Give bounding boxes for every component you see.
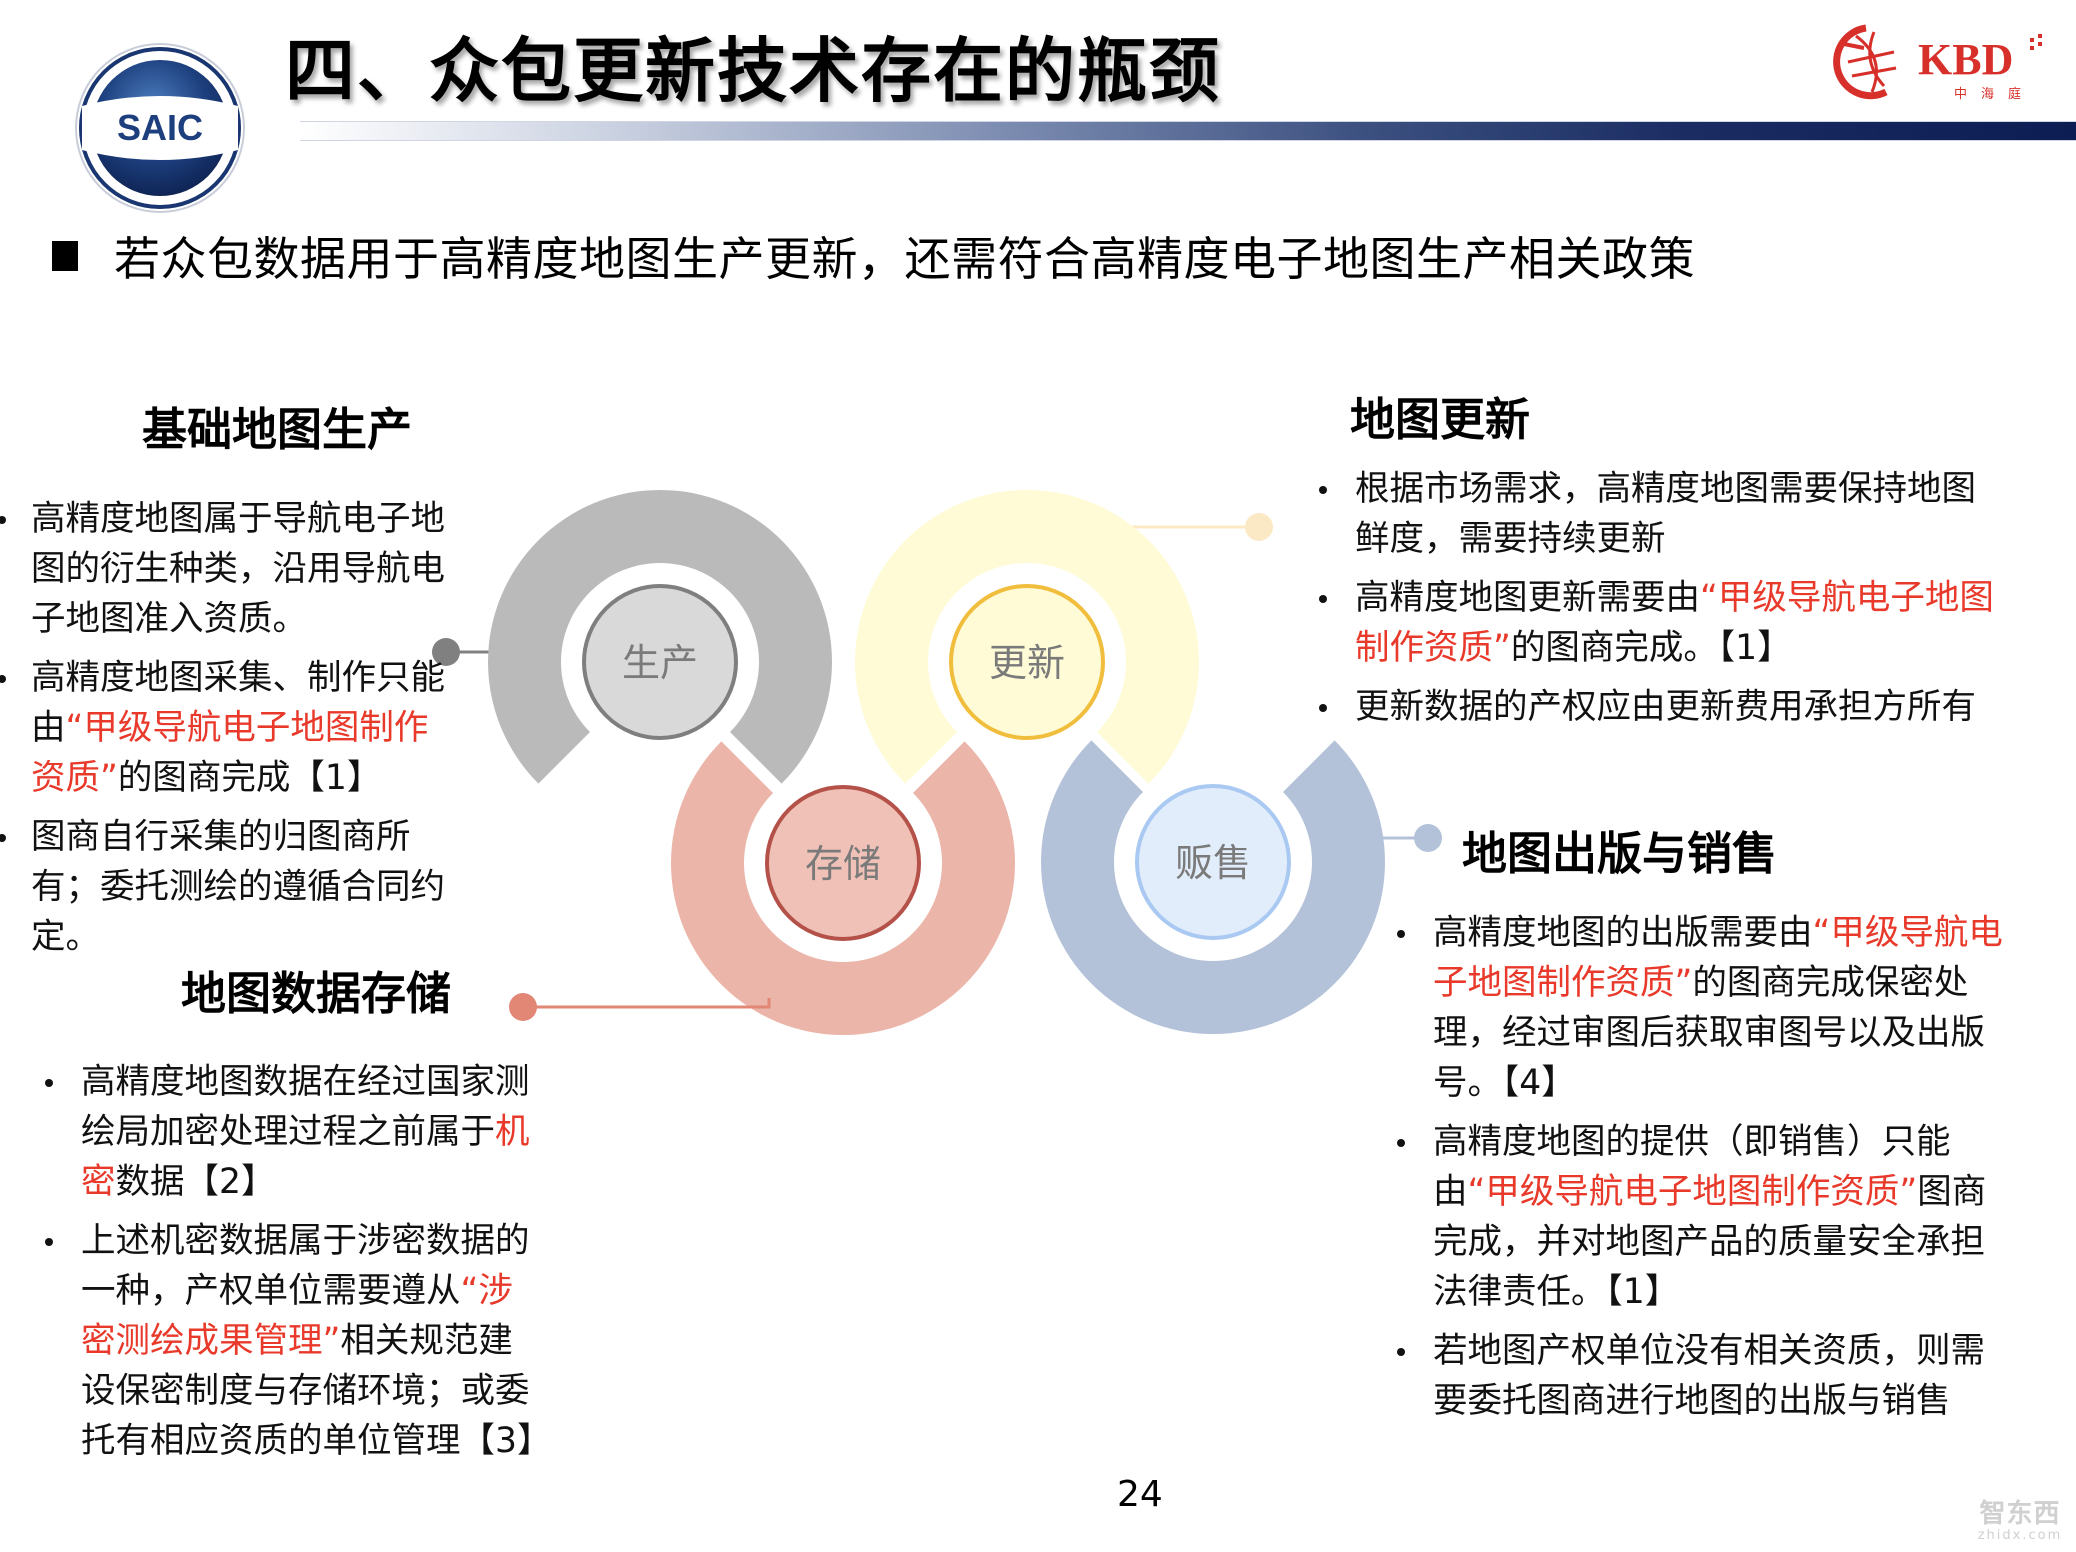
list-update: 根据市场需求，高精度地图需要保持地图鲜度，需要持续更新 高精度地图更新需要由“甲…	[1319, 464, 1995, 741]
list-item: 高精度地图采集、制作只能由“甲级导航电子地图制作资质”的图商完成【1】	[0, 653, 461, 803]
svg-text:中海庭: 中海庭	[1954, 86, 2035, 102]
bullet-icon	[1319, 486, 1327, 494]
ring-storage	[671, 741, 1015, 1036]
ring-sales	[1041, 740, 1385, 1035]
node-sales: 贩售	[1135, 784, 1291, 940]
page-title: 四、众包更新技术存在的瓶颈	[285, 30, 1221, 112]
kbd-logo: KBD 中海庭	[1826, 18, 2066, 104]
bullet-icon	[1319, 595, 1327, 603]
globe-icon: KBD 中海庭	[1833, 24, 2042, 102]
list-production: 高精度地图属于导航电子地图的衍生种类，沿用导航电子地图准入资质。 高精度地图采集…	[0, 494, 461, 971]
heading-storage: 地图数据存储	[181, 967, 452, 1020]
watermark-url: zhidx.com	[1977, 1528, 2063, 1543]
node-production: 生产	[582, 584, 738, 740]
bullet-icon	[1397, 930, 1405, 938]
bullet-icon	[1319, 704, 1327, 712]
connector-storage	[509, 993, 771, 1021]
list-item: 高精度地图的出版需要由“甲级导航电子地图制作资质”的图商完成保密处理，经过审图后…	[1397, 908, 2013, 1108]
ring-production	[488, 489, 832, 784]
heading-production: 基础地图生产	[142, 403, 413, 456]
bullet-icon	[1397, 1348, 1405, 1356]
saic-logo-icon: SAIC	[75, 43, 245, 213]
ring-update	[854, 489, 1199, 784]
page-number: 24	[1117, 1474, 1163, 1515]
node-storage: 存储	[765, 785, 921, 941]
saic-logo: SAIC	[74, 42, 246, 214]
connector-update	[1130, 513, 1273, 541]
list-item: 高精度地图的提供（即销售）只能由“甲级导航电子地图制作资质”图商完成，并对地图产…	[1397, 1117, 2013, 1317]
node-update: 更新	[949, 584, 1105, 740]
list-item: 高精度地图更新需要由“甲级导航电子地图制作资质”的图商完成。【1】	[1319, 573, 1995, 673]
list-item: 高精度地图数据在经过国家测绘局加密处理过程之前属于机密数据【2】	[45, 1057, 541, 1207]
subtitle: 若众包数据用于高精度地图生产更新，还需符合高精度电子地图生产相关政策	[114, 232, 1695, 286]
list-item: 上述机密数据属于涉密数据的一种，产权单位需要遵从“涉密测绘成果管理”相关规范建设…	[45, 1216, 551, 1466]
bullet-icon	[45, 1079, 53, 1087]
watermark: 智东西 zhidx.com	[1968, 1500, 2072, 1543]
svg-text:贩售: 贩售	[1175, 841, 1251, 885]
bullet-icon	[0, 675, 6, 683]
title-underline-bar	[300, 121, 2076, 141]
subtitle-row: 若众包数据用于高精度地图生产更新，还需符合高精度电子地图生产相关政策	[52, 224, 1695, 288]
svg-text:KBD: KBD	[1918, 35, 2013, 84]
list-item: 根据市场需求，高精度地图需要保持地图鲜度，需要持续更新	[1319, 464, 1995, 564]
bullet-icon	[45, 1238, 53, 1246]
square-bullet-icon	[52, 241, 78, 271]
list-item: 高精度地图属于导航电子地图的衍生种类，沿用导航电子地图准入资质。	[0, 494, 461, 644]
bullet-icon	[1397, 1139, 1405, 1147]
heading-sales: 地图出版与销售	[1462, 827, 1778, 880]
list-item: 更新数据的产权应由更新费用承担方所有	[1319, 682, 1995, 732]
list-item: 若地图产权单位没有相关资质，则需要委托图商进行地图的出版与销售	[1397, 1326, 2013, 1426]
svg-text:更新: 更新	[989, 641, 1065, 685]
svg-text:生产: 生产	[622, 641, 698, 685]
watermark-logo-text: 智东西	[1979, 1499, 2061, 1529]
bullet-icon	[0, 834, 6, 842]
heading-update: 地图更新	[1350, 393, 1531, 446]
svg-text:存储: 存储	[805, 842, 881, 886]
svg-text:SAIC: SAIC	[117, 107, 203, 148]
connector-sales	[1376, 824, 1442, 852]
bullet-icon	[0, 516, 6, 524]
list-item: 图商自行采集的归图商所有；委托测绘的遵循合同约定。	[0, 812, 461, 962]
list-storage: 高精度地图数据在经过国家测绘局加密处理过程之前属于机密数据【2】 上述机密数据属…	[45, 1057, 551, 1475]
list-sales: 高精度地图的出版需要由“甲级导航电子地图制作资质”的图商完成保密处理，经过审图后…	[1397, 908, 2013, 1435]
